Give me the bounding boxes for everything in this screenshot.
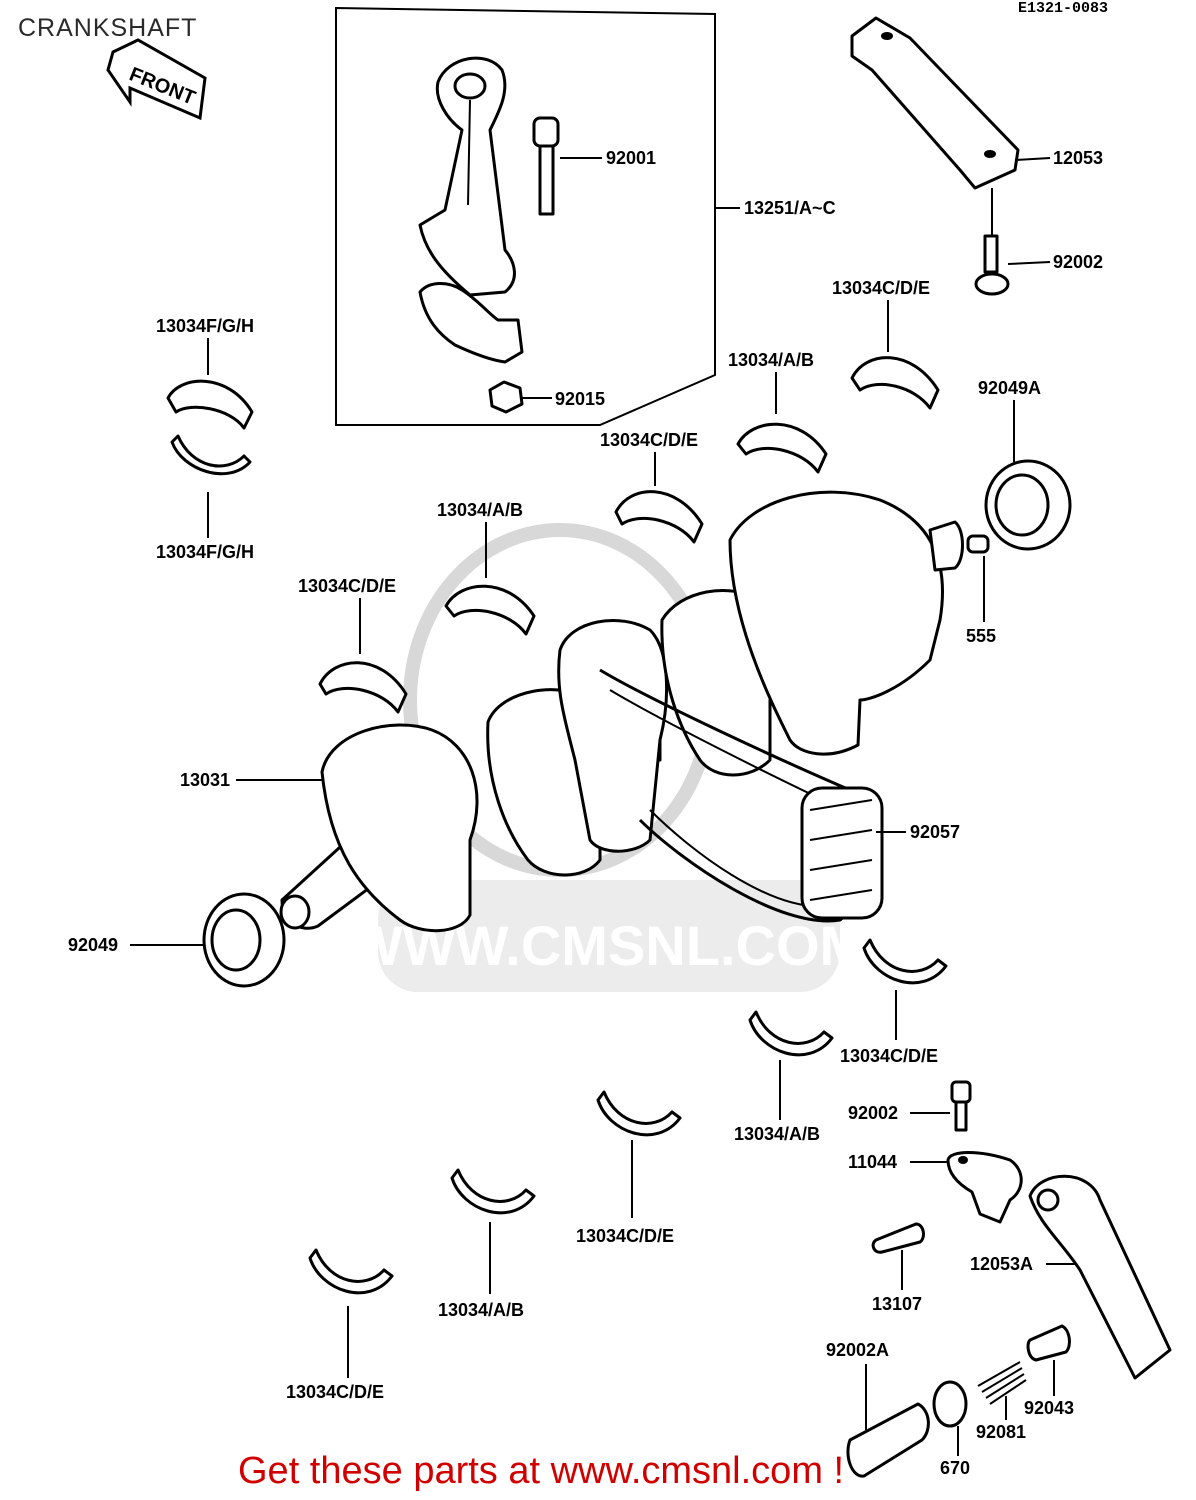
con-rod-nut	[488, 380, 524, 414]
bolt-92002-top	[974, 234, 1010, 296]
guide-12053a	[1028, 1174, 1172, 1380]
bolt-92002-mid	[950, 1080, 972, 1132]
bearing-13034ab-3	[748, 1010, 834, 1057]
label-555: 555	[966, 626, 996, 646]
label-13034ab-3: 13034/A/B	[734, 1124, 820, 1144]
label-13034cde-1: 13034C/D/E	[832, 278, 930, 298]
bearing-13034cde-1	[850, 356, 940, 410]
leader-lines	[130, 157, 1076, 1456]
bearing-shells	[166, 356, 948, 1295]
drawing-code: E1321-0083	[1018, 0, 1109, 17]
label-12053a: 12053A	[970, 1254, 1033, 1274]
label-13034ab-1: 13034/A/B	[728, 350, 814, 370]
label-13034cde-5: 13034C/D/E	[576, 1226, 674, 1246]
label-92002a: 92002A	[826, 1340, 889, 1360]
label-11044: 11044	[848, 1152, 897, 1172]
label-92081: 92081	[976, 1422, 1026, 1442]
label-13107: 13107	[872, 1294, 922, 1314]
label-92049a: 92049A	[978, 378, 1041, 398]
plunger-92043	[1026, 1324, 1071, 1362]
con-rod-bolt	[532, 116, 560, 216]
label-92049: 92049	[68, 935, 118, 955]
label-13034ab-4: 13034/A/B	[438, 1300, 524, 1320]
label-13034cde-2: 13034C/D/E	[600, 430, 698, 450]
spring-92081	[977, 1361, 1027, 1405]
label-13251: 13251/A~C	[744, 198, 836, 218]
oil-seal-92049a	[984, 459, 1072, 551]
bearing-13034ab-4	[450, 1168, 536, 1215]
label-13034cde-4: 13034C/D/E	[840, 1046, 938, 1066]
bearing-13034ab-1	[736, 422, 828, 474]
label-13034cde-6: 13034C/D/E	[286, 1382, 384, 1402]
connecting-rod	[418, 56, 524, 364]
oil-seal-92049	[202, 892, 286, 988]
label-13031: 13031	[180, 770, 230, 790]
label-92002-top: 92002	[1053, 252, 1103, 272]
label-92057: 92057	[910, 822, 960, 842]
label-670: 670	[940, 1458, 970, 1478]
label-92043: 92043	[1024, 1398, 1074, 1418]
page-title: CRANKSHAFT	[18, 14, 198, 42]
label-92001: 92001	[606, 148, 656, 168]
dowel-pin-555	[966, 534, 990, 554]
holder-11044	[946, 1151, 1023, 1224]
label-13034cde-3: 13034C/D/E	[298, 576, 396, 596]
front-arrow: FRONT	[106, 38, 207, 121]
bearing-13034cde-6	[308, 1248, 394, 1295]
part-labels: 92001 13251/A~C 92015 12053 92002 13034C…	[68, 148, 1103, 1478]
label-13034fgh-top: 13034F/G/H	[156, 316, 254, 336]
footer-link-text[interactable]: Get these parts at www.cmsnl.com !	[238, 1450, 845, 1492]
cam-chain-92057	[599, 668, 884, 923]
label-13034fgh-bot: 13034F/G/H	[156, 542, 254, 562]
washer-670	[932, 1380, 968, 1428]
bracket-12053	[850, 16, 1020, 190]
bearing-13034cde-3	[318, 661, 408, 714]
bearing-13034cde-4	[862, 938, 948, 985]
label-13034ab-2: 13034/A/B	[437, 500, 523, 520]
label-92015: 92015	[555, 389, 605, 409]
crankshaft-13031	[279, 490, 964, 933]
cap-bolt-92002a	[846, 1402, 930, 1478]
shaft-13107	[871, 1222, 925, 1254]
label-12053: 12053	[1053, 148, 1103, 168]
bearing-13034cde-2	[614, 490, 704, 544]
bearing-13034fgh-bot	[170, 434, 252, 476]
bearing-13034fgh-top	[166, 379, 254, 430]
bearing-13034ab-2	[444, 584, 536, 636]
connecting-rod-group-box	[335, 6, 716, 426]
bearing-13034cde-5	[596, 1090, 682, 1137]
label-92002-mid: 92002	[848, 1103, 898, 1123]
